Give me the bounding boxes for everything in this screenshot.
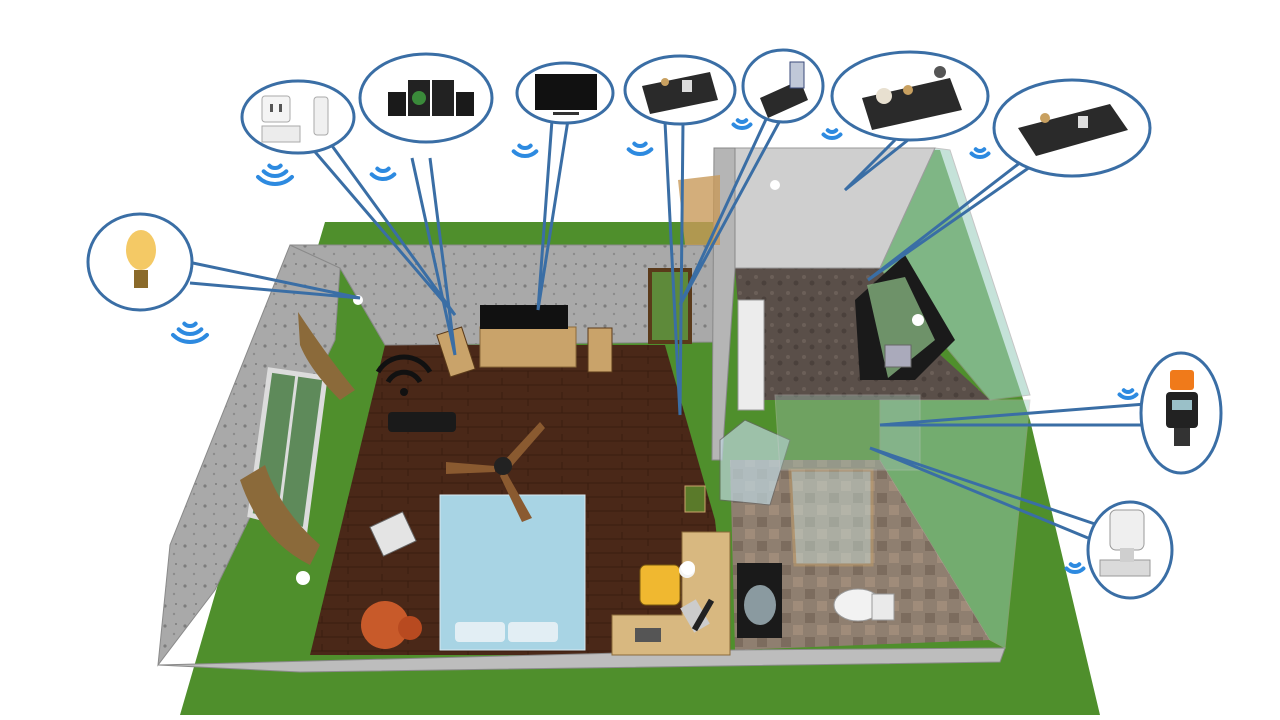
smart-plug-icon — [261, 95, 329, 143]
toilet — [833, 588, 895, 622]
callout-smart-plug — [240, 79, 356, 155]
floor-mat — [684, 485, 706, 513]
circuit-board-icon — [642, 72, 718, 114]
tv-on-stand — [480, 305, 568, 329]
wireless-signal-icons — [171, 118, 1139, 574]
ceiling-fan — [446, 422, 545, 522]
callout-radiator-valve — [1086, 500, 1174, 600]
round-table — [361, 601, 422, 649]
speaker-right — [587, 327, 613, 373]
bathroom-floor — [730, 460, 990, 650]
callout-controller-module — [741, 48, 825, 124]
wifi-signal-icon — [1117, 388, 1139, 400]
wifi-signal-icon — [969, 147, 991, 159]
wardrobe — [737, 299, 765, 411]
wifi-signal-icon — [369, 166, 397, 181]
ceiling-lights — [296, 180, 924, 585]
callout-water-meter — [1139, 351, 1223, 475]
wifi-signal-icon — [171, 321, 209, 344]
circuit-board-icon — [1018, 104, 1128, 156]
wifi-router — [375, 354, 456, 432]
desk — [611, 531, 731, 656]
nightstand — [369, 511, 417, 557]
kitchen-counter — [855, 255, 955, 380]
lightbulb-icon — [126, 230, 156, 288]
wifi-signal-icon — [511, 143, 539, 158]
callout-bulb — [86, 212, 194, 312]
bedroom-door — [648, 268, 692, 344]
callout-sensor-board — [830, 50, 990, 142]
callout-controller-board-2 — [992, 78, 1152, 178]
speaker-icon — [388, 80, 474, 116]
bed — [439, 494, 586, 651]
wifi-signal-icon — [1064, 562, 1086, 574]
wifi-signal-icon — [256, 163, 294, 186]
callout-speakers — [358, 52, 494, 144]
callout-controller-board-1 — [623, 54, 737, 126]
wifi-signal-icon — [731, 118, 753, 130]
callout-leaders — [187, 114, 1146, 540]
staircase — [678, 175, 720, 245]
curtain-top — [298, 312, 355, 400]
kitchen-right-wall — [879, 147, 1031, 401]
module-icon — [760, 61, 808, 118]
callout-tv — [515, 61, 615, 125]
wifi-signal-icon — [821, 128, 843, 140]
tv-icon — [535, 74, 597, 115]
tv-stand — [479, 326, 577, 368]
shower-door — [719, 419, 791, 506]
water-meter-icon — [1166, 370, 1198, 446]
sensor-board-icon — [862, 66, 962, 130]
curtain-bottom — [240, 465, 320, 565]
wifi-signal-icon — [626, 141, 654, 156]
shower — [788, 468, 874, 567]
sink — [737, 563, 782, 638]
radiator-valve-icon — [1099, 509, 1151, 577]
